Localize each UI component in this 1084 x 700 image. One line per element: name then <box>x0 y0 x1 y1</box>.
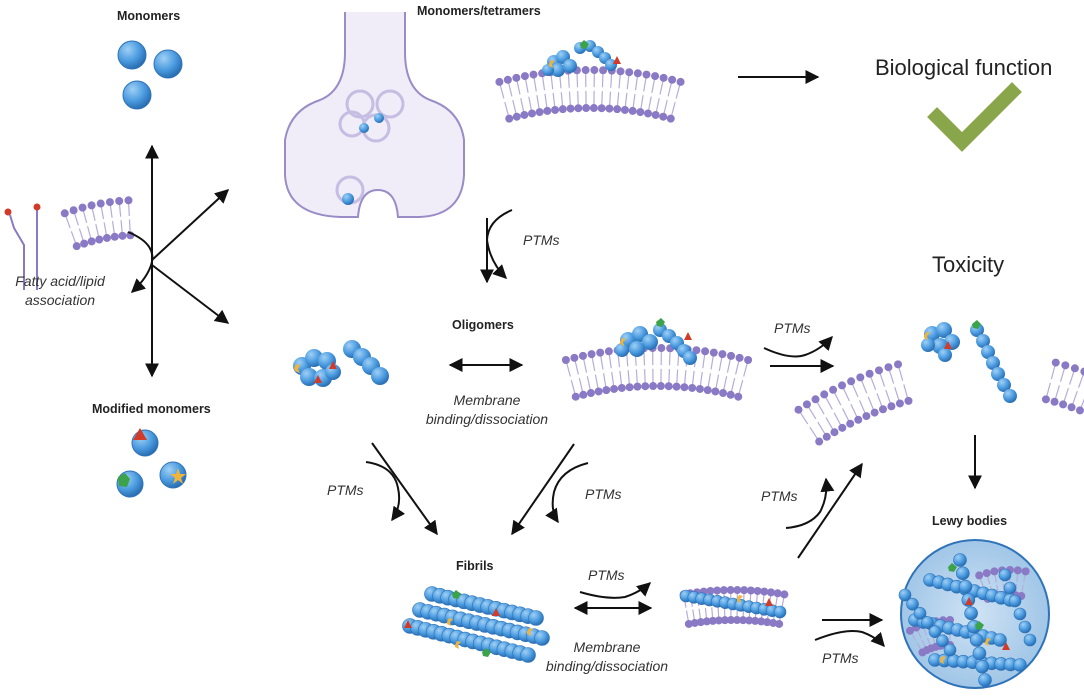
membrane-top <box>495 66 685 123</box>
label-ptms-oligo-fibril-left: PTMs <box>327 482 364 498</box>
label-fibrils: Fibrils <box>456 559 494 573</box>
label-ptms-toxicity: PTMs <box>774 320 811 336</box>
monomers-group <box>117 40 183 110</box>
synaptic-terminal <box>284 12 465 218</box>
label-membrane2-line1: Membrane <box>573 639 641 655</box>
label-membrane1-line1: Membrane <box>453 392 521 408</box>
label-fatty-acid-line2: association <box>24 292 96 308</box>
label-ptms-lewy: PTMs <box>822 650 859 666</box>
lewy-body <box>898 539 1050 689</box>
ptms-arrow-fibril-membrane <box>573 582 653 615</box>
ptms-arrow-oligo-fibril-right <box>511 443 589 536</box>
modified-monomers-group <box>116 428 187 498</box>
label-lewy-bodies: Lewy bodies <box>932 514 1008 528</box>
label-biological-function: Biological function <box>875 55 1053 80</box>
label-membrane1-line2: binding/dissociation <box>425 411 549 427</box>
ptms-arrow-to-toxicity <box>785 462 863 559</box>
label-ptms-oligo-fibril-right: PTMs <box>585 486 622 502</box>
ptms-arrow-toxicity <box>763 335 835 373</box>
fatty-acid-icon <box>4 203 41 290</box>
ptms-arrow-oligo-fibril-left <box>365 442 438 536</box>
membrane-toxic-right <box>1041 358 1084 415</box>
oligomer-cluster <box>293 340 389 387</box>
label-oligomers: Oligomers <box>452 318 514 332</box>
membrane-bottom-fibril <box>679 589 787 619</box>
fibrils-group <box>402 586 550 663</box>
label-monomers-tetramers: Monomers/tetramers <box>417 4 541 18</box>
membrane-middle-protein <box>615 318 697 365</box>
label-monomers: Monomers <box>117 9 181 23</box>
membrane-top-protein <box>542 40 621 77</box>
membrane-toxic-left <box>794 360 913 446</box>
label-toxicity: Toxicity <box>932 252 1005 277</box>
hub-arrows <box>127 144 230 378</box>
label-modified-monomers: Modified monomers <box>92 402 211 416</box>
ptms-arrow-lewy <box>814 613 885 648</box>
lipid-fragment-icon <box>60 196 135 251</box>
label-ptms-synapse: PTMs <box>523 232 560 248</box>
membrane-middle <box>561 344 753 401</box>
label-ptms-to-toxicity: PTMs <box>761 488 798 504</box>
label-ptms-fibril-membrane: PTMs <box>588 567 625 583</box>
ptms-arrow-synapse <box>480 209 513 284</box>
check-icon <box>927 82 1022 152</box>
toxic-protein <box>921 320 1017 403</box>
label-membrane2-line2: binding/dissociation <box>545 658 669 674</box>
label-fatty-acid-line1: Fatty acid/lipid <box>15 273 105 289</box>
